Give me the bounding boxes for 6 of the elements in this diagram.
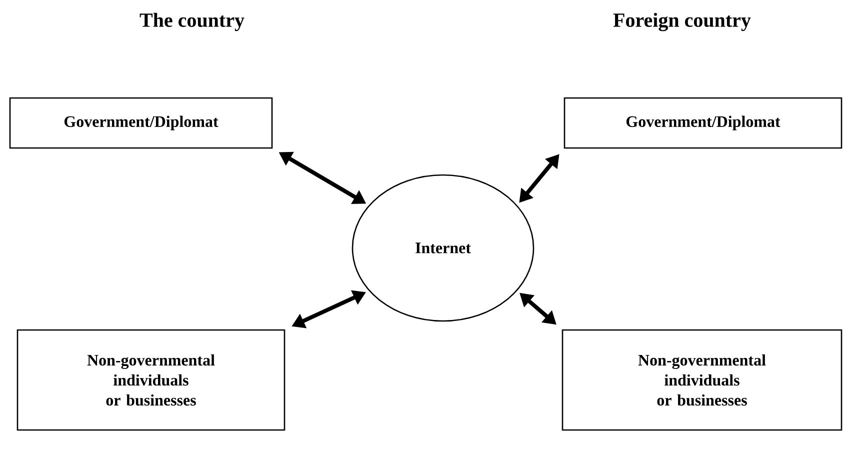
- box: Non-governmental individuals or businesses: [16, 329, 286, 431]
- box: Non-governmental individuals or businesses: [562, 329, 842, 431]
- box: Government/Diplomat: [9, 97, 273, 149]
- column-heading: The country: [140, 12, 244, 32]
- box: Government/Diplomat: [564, 97, 842, 149]
- column-heading: Foreign country: [613, 12, 751, 32]
